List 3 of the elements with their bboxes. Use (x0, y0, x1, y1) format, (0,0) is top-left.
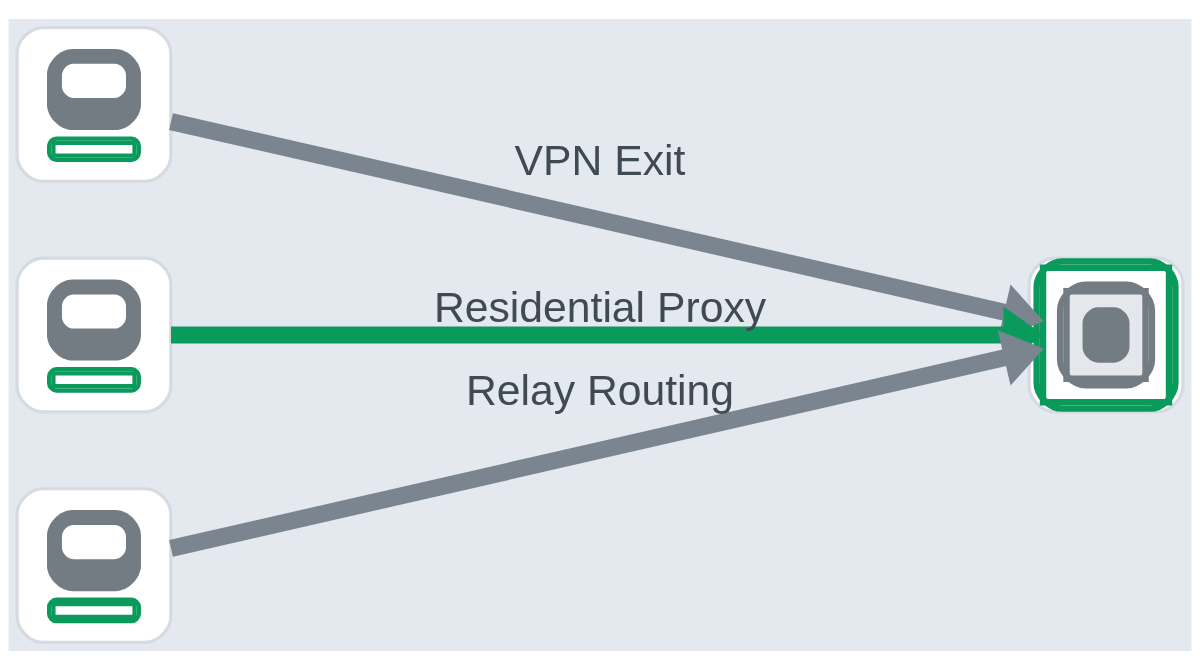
edge-label: Residential Proxy (433, 282, 767, 331)
edge-label: VPN Exit (514, 135, 686, 184)
edge-label: Relay Routing (465, 365, 735, 414)
